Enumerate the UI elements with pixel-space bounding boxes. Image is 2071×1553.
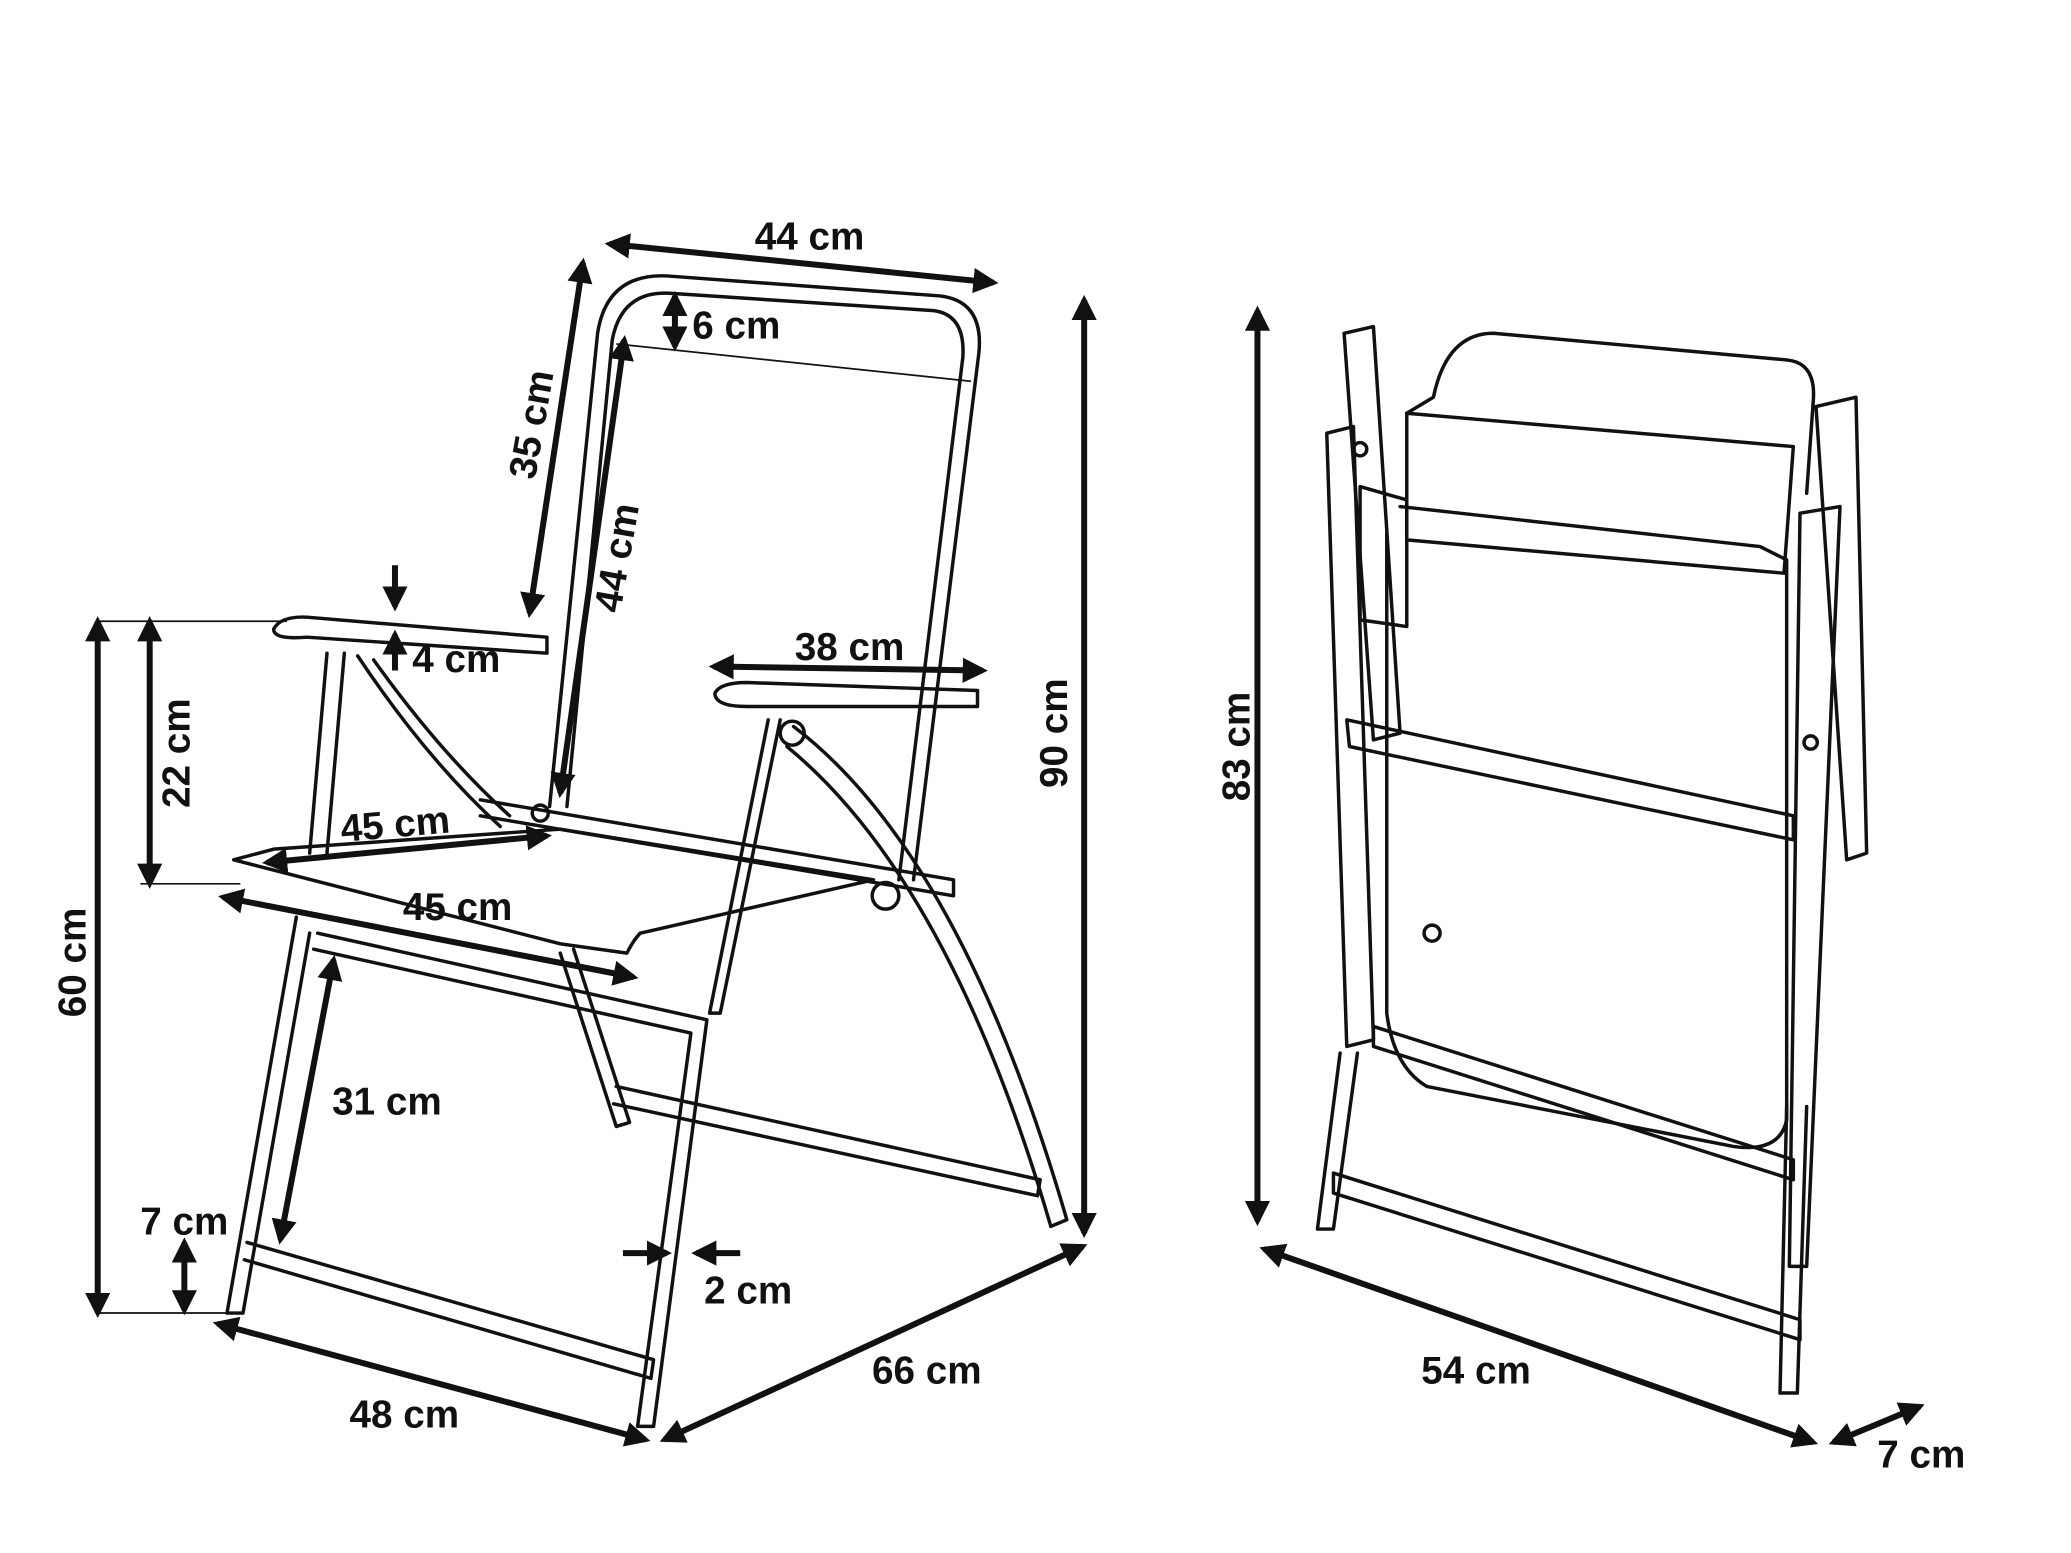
label-seat-width: 45 cm — [403, 886, 513, 929]
label-base-depth: 66 cm — [872, 1350, 982, 1393]
label-total-height: 90 cm — [1033, 678, 1076, 788]
label-crossbar-height: 7 cm — [140, 1200, 228, 1243]
label-folded-height: 83 cm — [1215, 692, 1258, 802]
folded-chair-drawing — [1315, 324, 1869, 1395]
label-base-width: 48 cm — [350, 1394, 460, 1437]
label-seat-to-crossbar: 31 cm — [332, 1080, 442, 1123]
label-seat-depth: 45 cm — [339, 799, 452, 851]
label-top-width: 44 cm — [755, 215, 865, 258]
dimension-labels: 44 cm 6 cm 35 cm 44 cm 90 cm 4 cm 22 cm … — [52, 215, 1966, 1476]
label-armrest-thickness: 4 cm — [412, 638, 500, 681]
label-armrest-height: 60 cm — [52, 908, 95, 1018]
label-top-band: 6 cm — [692, 305, 780, 348]
label-folded-thickness: 7 cm — [1877, 1434, 1965, 1477]
label-folded-width: 54 cm — [1421, 1350, 1531, 1393]
label-tube-diameter: 2 cm — [704, 1270, 792, 1313]
dimension-arrows — [85, 233, 1925, 1448]
label-armrest-height-above-seat: 22 cm — [156, 698, 199, 808]
label-armrest-length: 38 cm — [795, 626, 905, 669]
